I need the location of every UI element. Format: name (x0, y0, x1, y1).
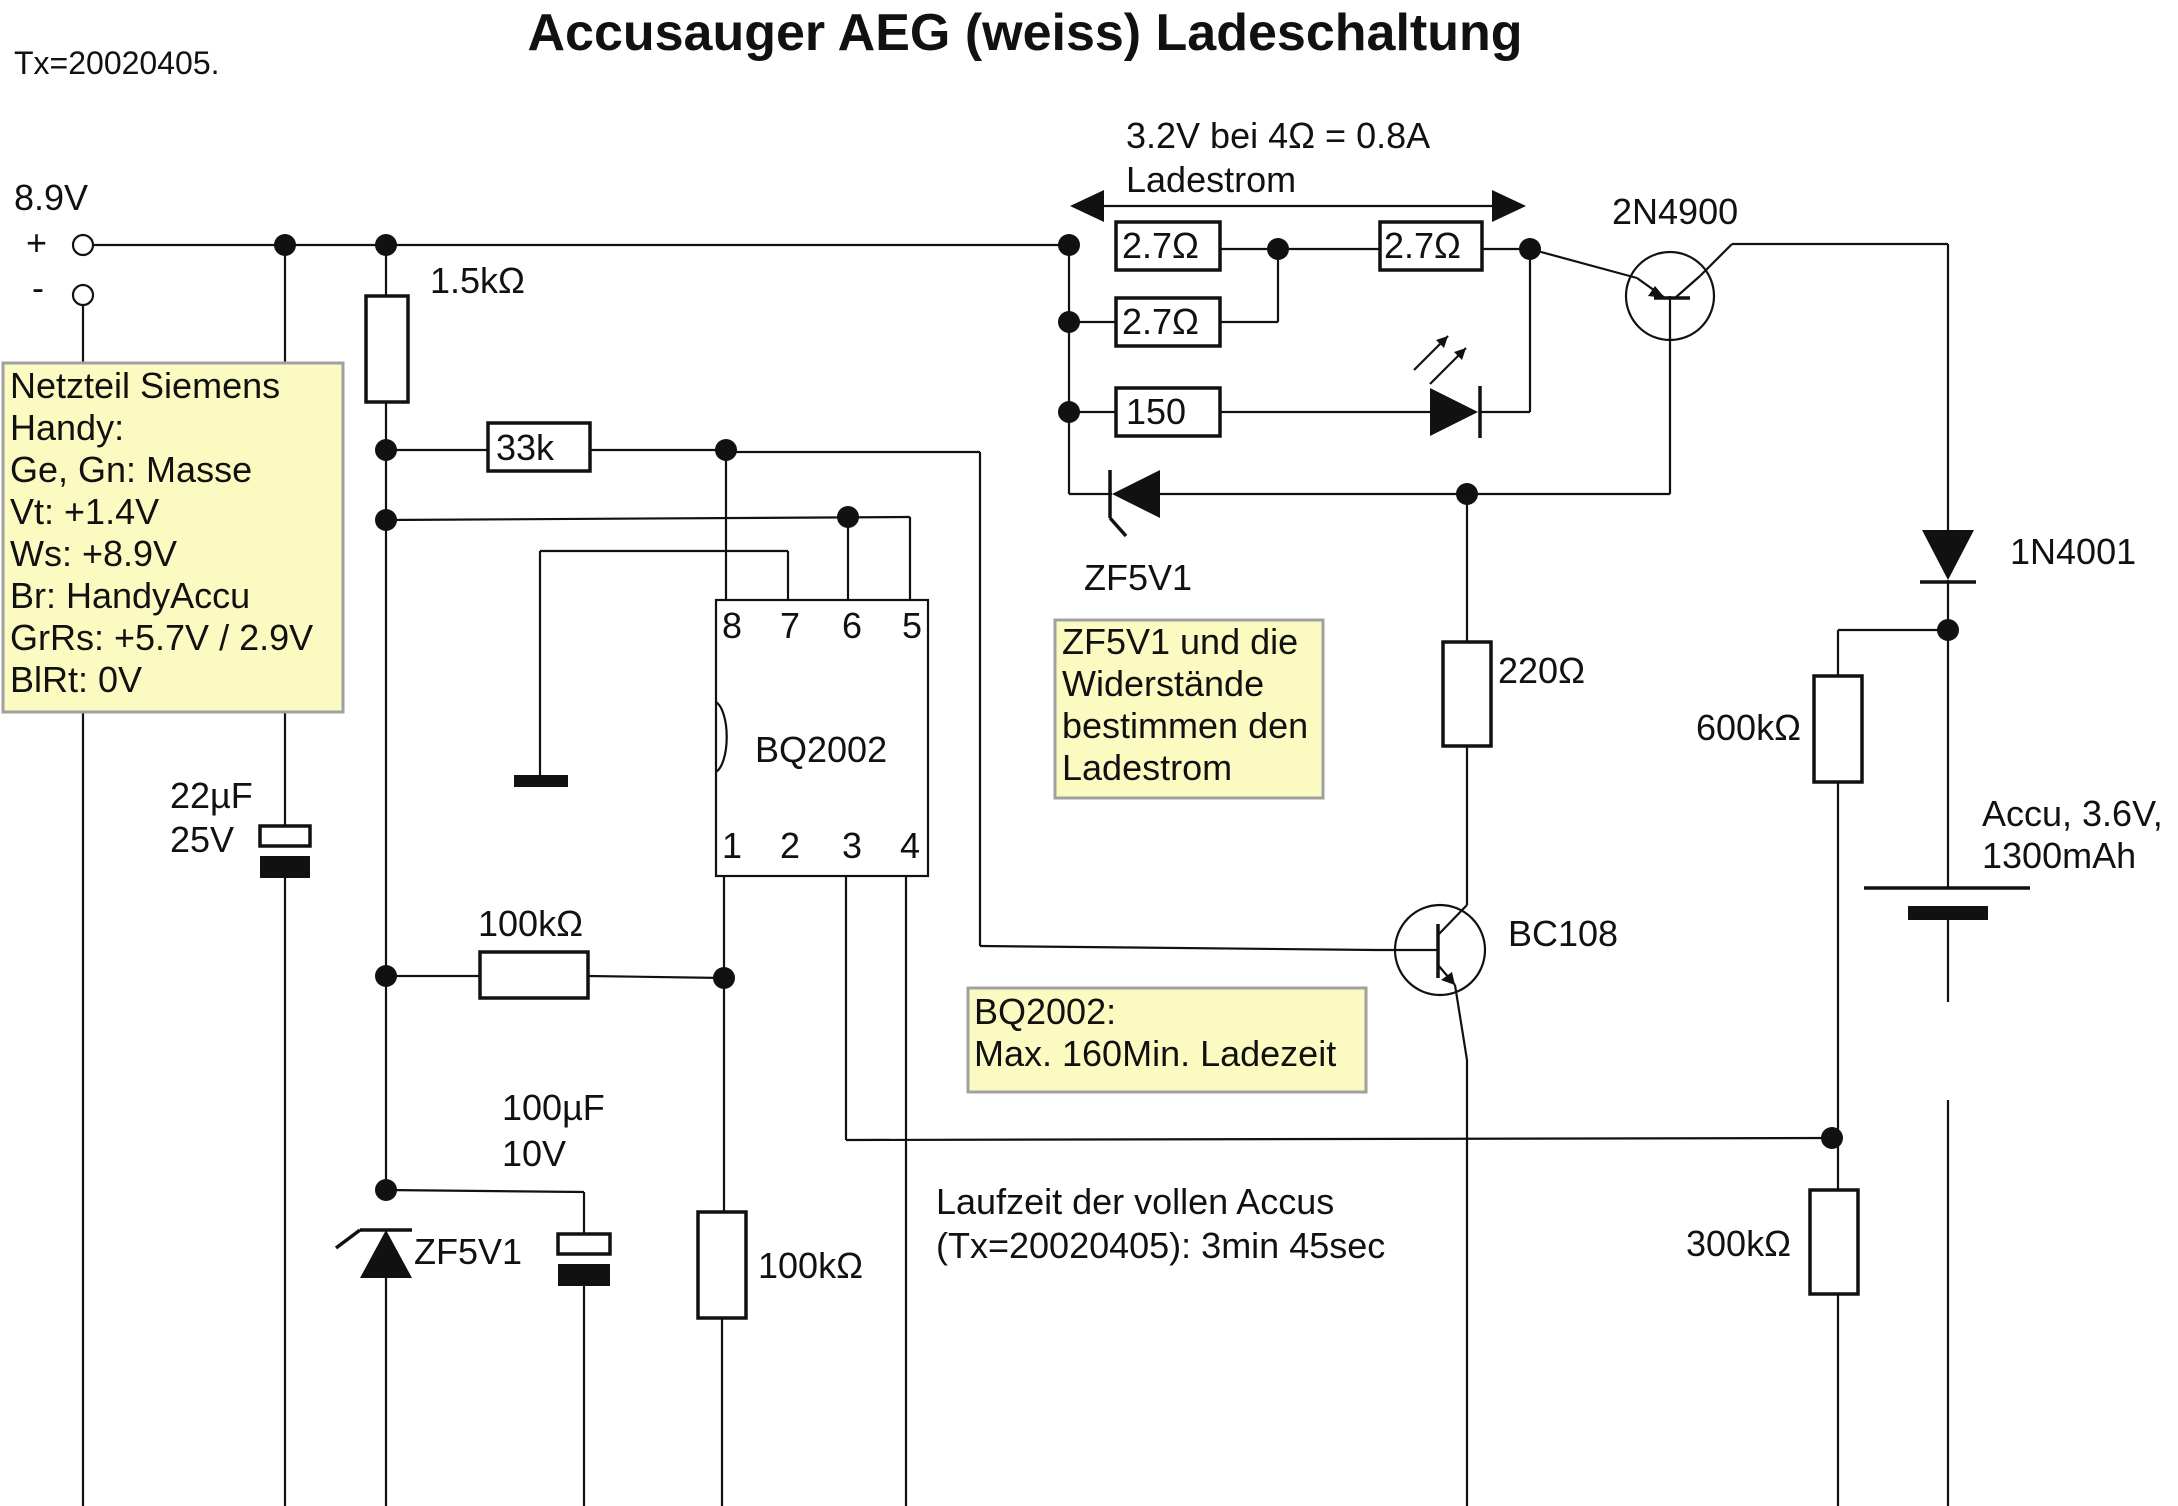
resistor-300k: 300kΩ (1686, 1188, 1860, 1296)
svg-text:6: 6 (842, 605, 862, 646)
svg-text:100µF: 100µF (502, 1087, 605, 1128)
transistor-2n4900: 2N4900 (1612, 191, 1738, 342)
note-netzteil: Netzteil Siemens Handy: Ge, Gn: Masse Vt… (1, 361, 345, 714)
svg-text:1: 1 (722, 825, 742, 866)
ground-symbol (514, 775, 568, 787)
svg-text:1300mAh: 1300mAh (1982, 835, 2136, 876)
svg-text:3.2V bei 4Ω = 0.8A: 3.2V bei 4Ω = 0.8A (1126, 115, 1430, 156)
svg-text:3: 3 (842, 825, 862, 866)
supply-minus-label: - (32, 267, 44, 308)
transistor-bc108: BC108 (1376, 903, 1618, 997)
battery-accu: Accu, 3.6V, 1300mAh (1864, 793, 2163, 920)
supply-plus-label: + (26, 222, 47, 263)
svg-text:Ladestrom: Ladestrom (1062, 747, 1232, 788)
svg-text:4: 4 (900, 825, 920, 866)
svg-text:Br: HandyAccu: Br: HandyAccu (10, 575, 250, 616)
svg-text:bestimmen den: bestimmen den (1062, 705, 1308, 746)
svg-text:5: 5 (902, 605, 922, 646)
svg-text:GrRs: +5.7V / 2.9V: GrRs: +5.7V / 2.9V (10, 617, 313, 658)
svg-text:BQ2002: BQ2002 (755, 729, 887, 770)
capacitor-22uF: 22µF 25V (170, 775, 312, 878)
svg-text:Max. 160Min. Ladezeit: Max. 160Min. Ladezeit (974, 1033, 1336, 1074)
svg-text:150: 150 (1126, 391, 1186, 432)
diode-1n4001: 1N4001 (1920, 530, 2136, 584)
resistor-2r7-top: 2.7Ω (1114, 220, 1222, 272)
note-bq2002: BQ2002: Max. 160Min. Ladezeit (966, 986, 1368, 1094)
svg-text:100kΩ: 100kΩ (478, 903, 583, 944)
minus-terminal (71, 283, 95, 307)
svg-text:22µF: 22µF (170, 775, 253, 816)
svg-text:Handy:: Handy: (10, 407, 124, 448)
svg-text:220Ω: 220Ω (1498, 650, 1585, 691)
svg-text:100kΩ: 100kΩ (758, 1245, 863, 1286)
svg-text:600kΩ: 600kΩ (1696, 707, 1801, 748)
supply-voltage-label: 8.9V (14, 177, 88, 218)
resistor-100k-vertical: 100kΩ (696, 1210, 863, 1320)
svg-text:Laufzeit der vollen Accus: Laufzeit der vollen Accus (936, 1181, 1334, 1222)
ground-bars (514, 775, 568, 787)
resistor-220: 220Ω (1441, 640, 1585, 748)
resistor-150: 150 (1114, 386, 1222, 438)
svg-text:(Tx=20020405): 3min 45sec: (Tx=20020405): 3min 45sec (936, 1225, 1385, 1266)
wiring (81, 242, 1950, 1506)
svg-text:33k: 33k (496, 427, 555, 468)
resistor-100k-horizontal: 100kΩ (478, 903, 590, 1000)
runtime-annotation: Laufzeit der vollen Accus (Tx=20020405):… (936, 1181, 1385, 1266)
zener-diode-bottom: ZF5V1 (334, 1228, 522, 1278)
svg-text:BQ2002:: BQ2002: (974, 991, 1116, 1032)
resistor-33k: 33k (486, 421, 592, 473)
svg-text:2.7Ω: 2.7Ω (1122, 225, 1199, 266)
svg-text:Ws: +8.9V: Ws: +8.9V (10, 533, 177, 574)
junction-dots (274, 234, 1959, 1201)
svg-text:ZF5V1: ZF5V1 (1084, 557, 1192, 598)
svg-text:2: 2 (780, 825, 800, 866)
svg-text:10V: 10V (502, 1133, 566, 1174)
svg-text:BlRt: 0V: BlRt: 0V (10, 659, 142, 700)
svg-text:ZF5V1 und die: ZF5V1 und die (1062, 621, 1298, 662)
svg-text:2.7Ω: 2.7Ω (1122, 301, 1199, 342)
resistor-600k: 600kΩ (1696, 674, 1864, 784)
charge-current-arrow: 3.2V bei 4Ω = 0.8A Ladestrom (1070, 115, 1526, 222)
supply-terminals: 8.9V + - (14, 177, 95, 308)
resistor-2r7-right: 2.7Ω (1378, 220, 1484, 272)
ic-bq2002: BQ2002 8 7 6 5 1 2 3 4 (714, 598, 930, 878)
svg-text:Netzteil Siemens: Netzteil Siemens (10, 365, 280, 406)
resistor-1k5: 1.5kΩ (364, 260, 525, 404)
svg-text:1.5kΩ: 1.5kΩ (430, 260, 525, 301)
tx-stamp: Tx=20020405. (14, 45, 220, 81)
svg-text:BC108: BC108 (1508, 913, 1618, 954)
svg-text:Ge, Gn: Masse: Ge, Gn: Masse (10, 449, 252, 490)
svg-text:8: 8 (722, 605, 742, 646)
diagram-title: Accusauger AEG (weiss) Ladeschaltung (527, 4, 1522, 62)
capacitor-100uF: 100µF 10V (502, 1087, 612, 1286)
zener-diode-top: ZF5V1 (1084, 470, 1192, 598)
svg-text:ZF5V1: ZF5V1 (414, 1231, 522, 1272)
svg-text:2.7Ω: 2.7Ω (1384, 225, 1461, 266)
svg-text:7: 7 (780, 605, 800, 646)
svg-text:2N4900: 2N4900 (1612, 191, 1738, 232)
led-indicator (1413, 335, 1482, 438)
svg-text:Ladestrom: Ladestrom (1126, 159, 1296, 200)
note-zener: ZF5V1 und die Widerstände bestimmen den … (1053, 618, 1325, 800)
svg-text:Vt: +1.4V: Vt: +1.4V (10, 491, 159, 532)
svg-text:Accu, 3.6V,: Accu, 3.6V, (1982, 793, 2163, 834)
svg-text:1N4001: 1N4001 (2010, 531, 2136, 572)
svg-text:300kΩ: 300kΩ (1686, 1223, 1791, 1264)
resistor-2r7-lower: 2.7Ω (1114, 296, 1222, 348)
plus-terminal (71, 233, 95, 257)
svg-text:25V: 25V (170, 819, 234, 860)
svg-text:Widerstände: Widerstände (1062, 663, 1264, 704)
